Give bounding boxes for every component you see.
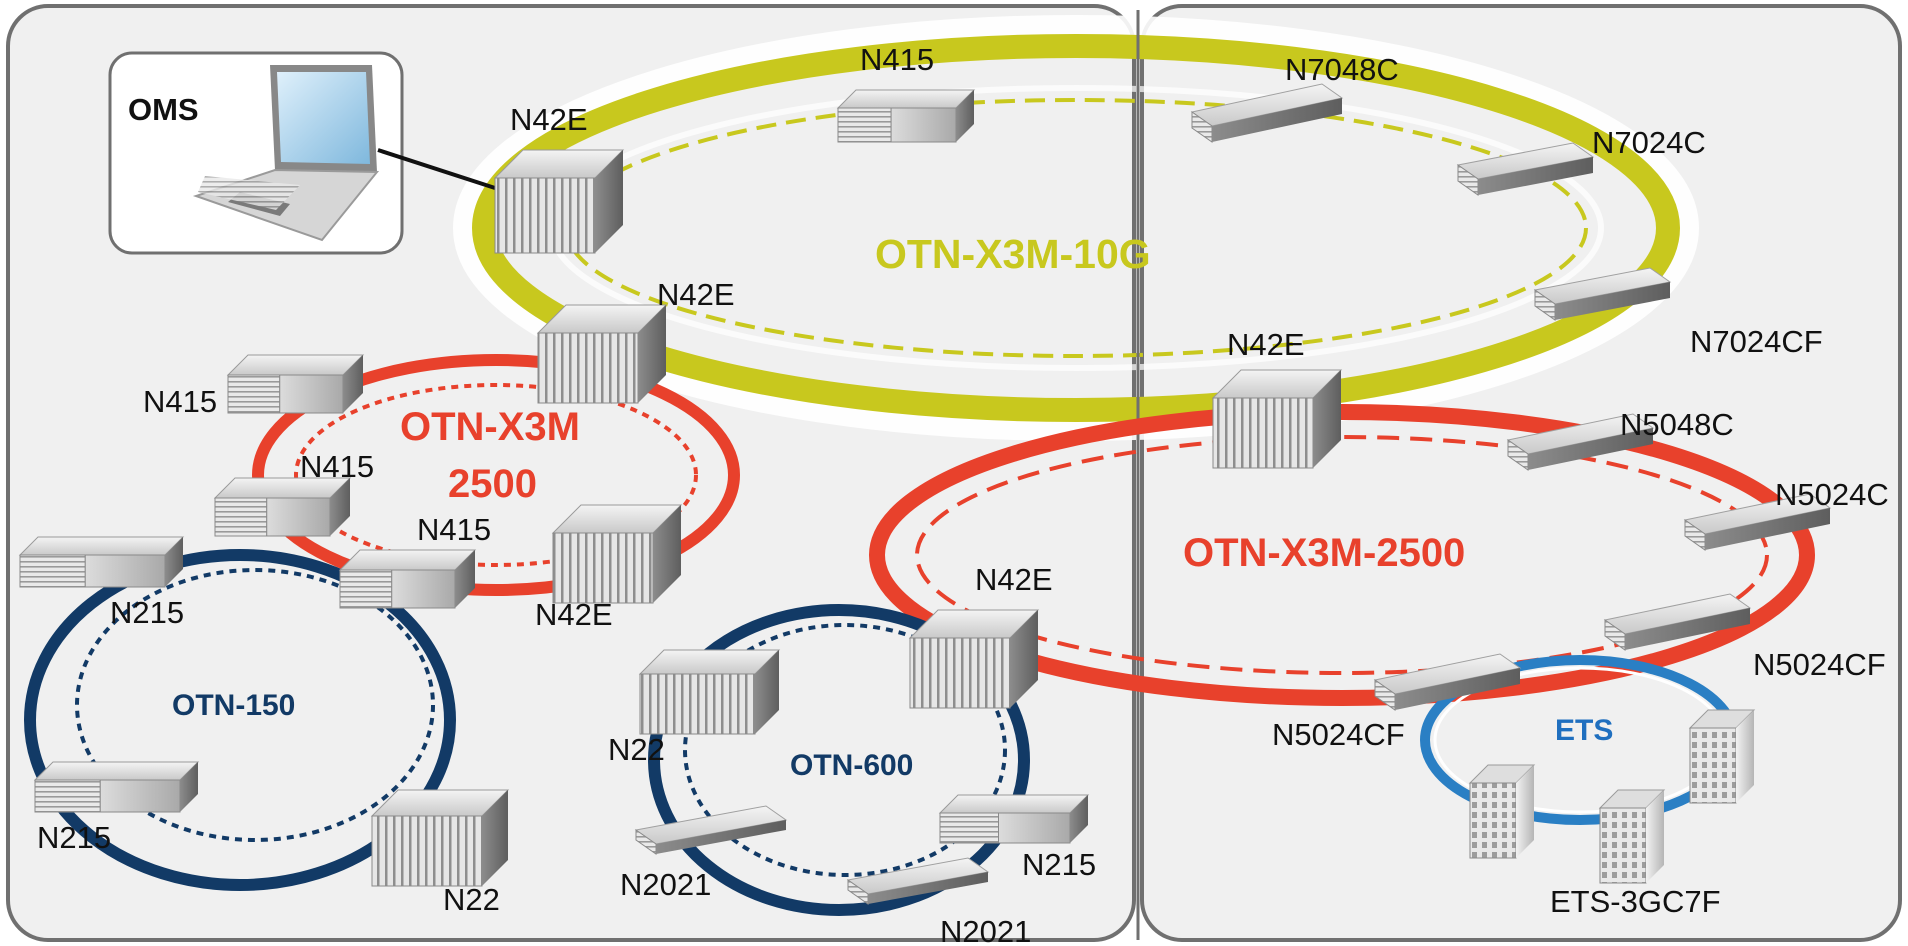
node-label-n42e-top: N42E	[510, 102, 588, 137]
device-n7024c[interactable]	[1456, 142, 1595, 196]
device-n42e-upper-left[interactable]	[536, 304, 668, 404]
node-label-n5024cf-left: N5024CF	[1272, 717, 1405, 752]
ring-label-otn-x3m-2500-right: OTN-X3M-2500	[1183, 531, 1465, 575]
device-n5024c[interactable]	[1683, 493, 1832, 551]
device-n415-top[interactable]	[836, 89, 976, 143]
oms-label: OMS	[128, 92, 199, 127]
device-n22-mid[interactable]	[638, 649, 781, 735]
node-label-n415-top: N415	[860, 42, 934, 77]
device-n415-left[interactable]	[226, 354, 365, 414]
device-n215-left-top[interactable]	[18, 536, 185, 588]
device-n5024cf-left[interactable]	[1373, 653, 1522, 711]
node-label-n22-left: N22	[443, 882, 500, 917]
ring-label-otn-x3m-2500-left-line2: 2500	[448, 462, 537, 506]
ring-label-ets: ETS	[1555, 714, 1613, 747]
ring-otn-x3m-2500-left	[252, 354, 740, 596]
node-label-n42e-upper-left: N42E	[657, 277, 735, 312]
node-label-n42e-center: N42E	[1227, 327, 1305, 362]
ring-otn-150	[24, 549, 456, 891]
device-n215-left-bottom[interactable]	[33, 761, 200, 813]
oms-link	[377, 148, 496, 190]
laptop-icon	[192, 65, 380, 242]
device-n42e-left-bottom[interactable]	[551, 504, 683, 604]
node-label-ets-3gc7f: ETS-3GC7F	[1550, 884, 1721, 919]
device-ets-tower-mid[interactable]	[1598, 789, 1666, 884]
node-label-n7048c: N7048C	[1285, 52, 1399, 87]
node-label-n5048c: N5048C	[1620, 407, 1734, 442]
device-n7048c[interactable]	[1190, 83, 1344, 143]
node-label-n2021-left: N2021	[620, 867, 711, 902]
node-label-n22-mid: N22	[608, 732, 665, 767]
device-n215-mid[interactable]	[938, 794, 1090, 844]
ring-otn-x3m-2500-right	[869, 404, 1815, 706]
node-labels: N415 N42E N7048C N7024C N7024CF N42E N42…	[37, 42, 1889, 946]
device-n42e-center-bottom[interactable]	[908, 609, 1040, 709]
device-n42e-top[interactable]	[493, 149, 625, 254]
ring-labels: OTN-X3M-10G OTN-X3M 2500 OTN-X3M-2500 OT…	[172, 231, 1613, 782]
ring-label-otn-x3m-2500-left-line1: OTN-X3M	[400, 405, 580, 449]
oms-box[interactable]: OMS	[108, 51, 404, 255]
node-label-n415-lower: N415	[417, 512, 491, 547]
ring-label-otn-600: OTN-600	[790, 749, 913, 782]
node-label-n42e-left-bottom: N42E	[535, 597, 613, 632]
node-label-n415-mid: N415	[300, 449, 374, 484]
device-ets-tower-left[interactable]	[1468, 764, 1536, 859]
device-n7024cf[interactable]	[1533, 267, 1672, 321]
node-label-n215-left-top: N215	[110, 595, 184, 630]
node-label-n42e-center-bottom: N42E	[975, 562, 1053, 597]
device-n5048c[interactable]	[1506, 413, 1655, 471]
device-ets-tower-right[interactable]	[1688, 709, 1756, 804]
node-label-n415-left: N415	[143, 384, 217, 419]
node-label-n215-mid: N215	[1022, 847, 1096, 882]
device-n415-lower[interactable]	[338, 549, 477, 609]
node-label-n215-left-bottom: N215	[37, 820, 111, 855]
device-n2021-bottom[interactable]	[846, 857, 990, 905]
device-n5024cf-right[interactable]	[1603, 593, 1752, 651]
node-label-n7024c: N7024C	[1592, 125, 1706, 160]
node-label-n5024c: N5024C	[1775, 477, 1889, 512]
device-n22-left[interactable]	[370, 789, 510, 887]
device-n42e-center[interactable]	[1211, 369, 1343, 469]
node-label-n5024cf-right: N5024CF	[1753, 647, 1886, 682]
ring-label-otn-x3m-10g: OTN-X3M-10G	[875, 231, 1151, 277]
ring-label-otn-150: OTN-150	[172, 689, 295, 722]
device-n415-mid[interactable]	[213, 477, 352, 537]
ring-otn-600	[648, 604, 1030, 916]
node-label-n2021-bottom: N2021	[940, 914, 1031, 946]
node-label-n7024cf: N7024CF	[1690, 324, 1823, 359]
device-n2021-left[interactable]	[634, 805, 788, 855]
